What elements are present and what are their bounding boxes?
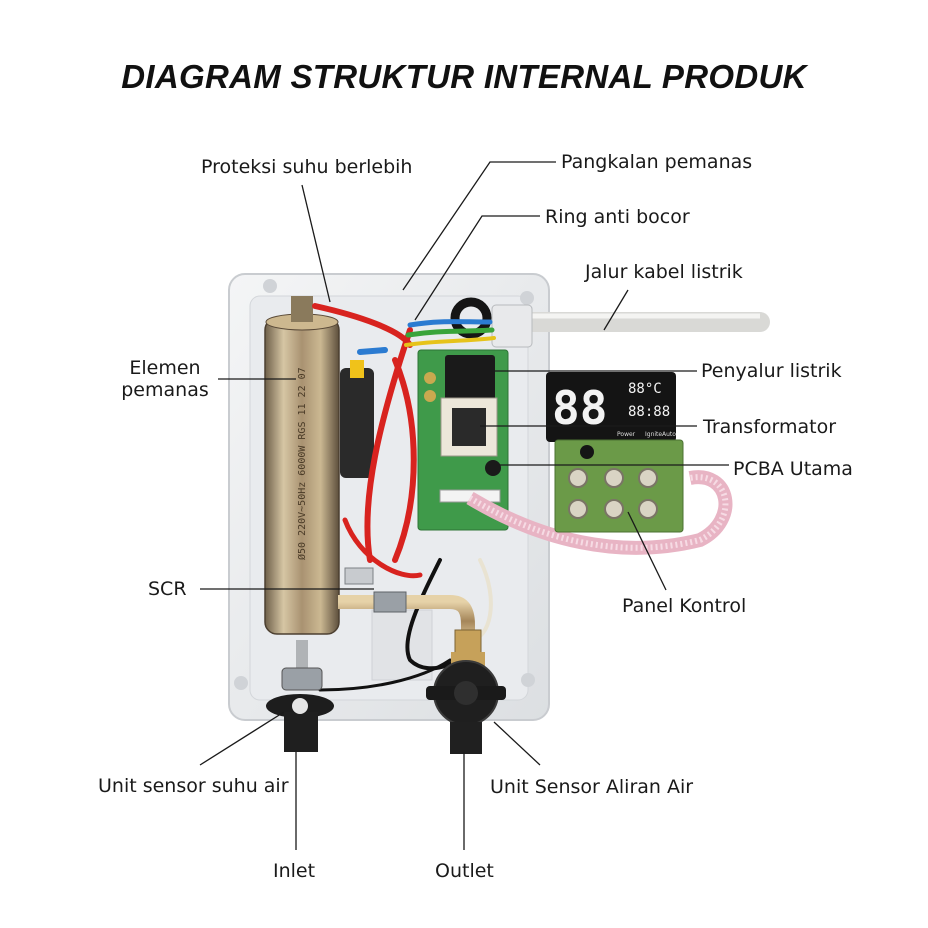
display-digits-bottom: 88:88	[628, 404, 670, 420]
anti-leak-ring	[450, 297, 492, 339]
label-heater-base: Pangkalan pemanas	[561, 151, 753, 173]
overheat-protector	[340, 360, 374, 478]
label-water-flow-sensor: Unit Sensor Aliran Air	[490, 776, 694, 798]
label-relay: Penyalur listrik	[701, 360, 842, 382]
power-cable	[491, 304, 770, 348]
display-ignite-label: Ignite	[645, 431, 662, 438]
ribbon-cable	[466, 470, 733, 555]
label-overheat-protection: Proteksi suhu berlebih	[201, 156, 413, 178]
label-heating-element: Elemen pemanas	[121, 357, 209, 401]
diagram-title: DIAGRAM STRUKTUR INTERNAL PRODUK	[121, 58, 807, 95]
display-auto-label: Auto	[662, 431, 676, 438]
label-power-cable: Jalur kabel listrik	[585, 261, 743, 283]
control-buttons	[568, 445, 658, 519]
heater-print-text: Ø50 220V~50Hz 6000W RGS 11 22 07	[296, 367, 308, 560]
label-transformer: Transformator	[703, 416, 837, 438]
label-outlet: Outlet	[435, 860, 494, 882]
callout-lines	[199, 161, 729, 850]
wiring	[312, 303, 496, 692]
display-power-label: Power	[617, 431, 636, 438]
heating-element: Ø50 220V~50Hz 6000W RGS 11 22 07	[264, 296, 340, 635]
display-digits-left: 88	[552, 381, 607, 435]
main-pcba	[417, 349, 509, 531]
label-inlet: Inlet	[273, 860, 316, 882]
label-scr: SCR	[148, 578, 187, 600]
control-panel: 88 88°C 88:88 Power Ignite Auto	[546, 372, 684, 533]
label-water-temperature-sensor: Unit sensor suhu air	[98, 775, 289, 797]
display-digits-top: 88°C	[628, 381, 662, 397]
label-main-pcba: PCBA Utama	[733, 458, 853, 480]
label-control-panel: Panel Kontrol	[622, 595, 747, 617]
label-anti-leak-ring: Ring anti bocor	[545, 206, 690, 228]
water-flow-sensor	[426, 652, 506, 754]
